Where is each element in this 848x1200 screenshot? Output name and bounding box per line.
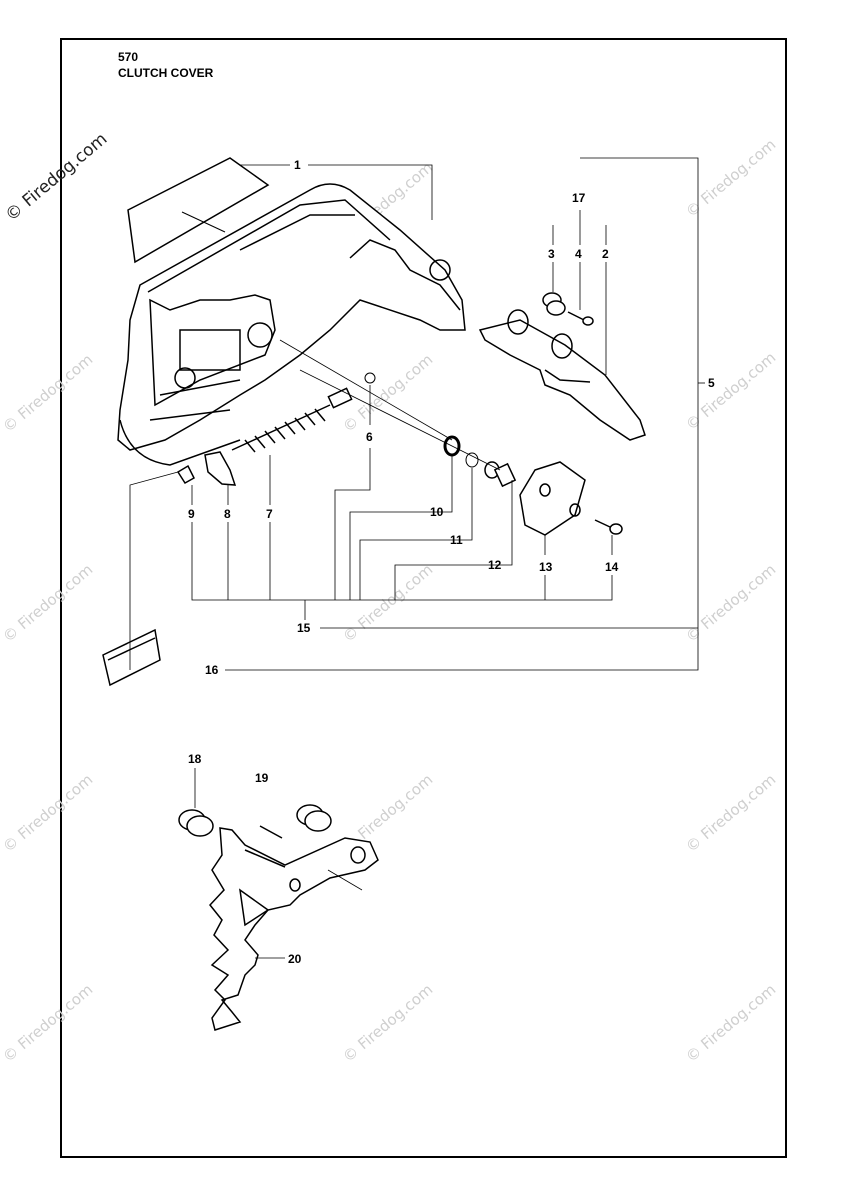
callout-2: 2 (602, 247, 609, 261)
washer-part (465, 452, 479, 468)
callout-13: 13 (539, 560, 553, 574)
callout-10: 10 (430, 505, 444, 519)
callout-16: 16 (205, 663, 219, 677)
washer-part (364, 372, 376, 384)
page-title: CLUTCH COVER (118, 66, 214, 80)
diagram-frame (60, 38, 787, 1158)
nut-part (542, 292, 566, 316)
rubber-pad-part (102, 628, 161, 687)
callout-11: 11 (450, 533, 463, 547)
callout-15: 15 (297, 621, 311, 635)
callout-17: 17 (572, 191, 586, 205)
callout-1: 1 (294, 158, 301, 172)
callout-19: 19 (255, 771, 269, 785)
page-number: 570 (118, 50, 139, 64)
decal-part (127, 157, 270, 264)
callout-9: 9 (188, 507, 195, 521)
callout-4: 4 (575, 247, 582, 261)
tensioner-nut-part (204, 451, 237, 486)
bushing-part (176, 464, 195, 484)
callout-14: 14 (605, 560, 619, 574)
callout-6: 6 (366, 430, 373, 444)
callout-8: 8 (224, 507, 231, 521)
spacer-part (178, 804, 332, 837)
callout-20: 20 (288, 952, 302, 966)
callout-7: 7 (266, 507, 273, 521)
bumper-spike-part (209, 827, 379, 1031)
callout-3: 3 (548, 247, 555, 261)
callout-12: 12 (488, 558, 502, 572)
leader-lines-bottom (194, 768, 363, 959)
screw-part (567, 311, 594, 326)
chain-tensioner-screw (231, 387, 353, 453)
callout-labels: 1 2 3 4 5 6 7 8 9 10 11 12 13 14 15 16 1… (188, 158, 715, 966)
callout-5: 5 (708, 376, 715, 390)
leader-lines (129, 157, 705, 671)
cover-plate-part (519, 461, 586, 536)
screw-part (594, 519, 623, 535)
clutch-cover-part (117, 183, 466, 466)
chain-catcher-part (478, 309, 646, 441)
knob-part (484, 461, 517, 488)
screw-part (259, 825, 283, 839)
callout-18: 18 (188, 752, 202, 766)
